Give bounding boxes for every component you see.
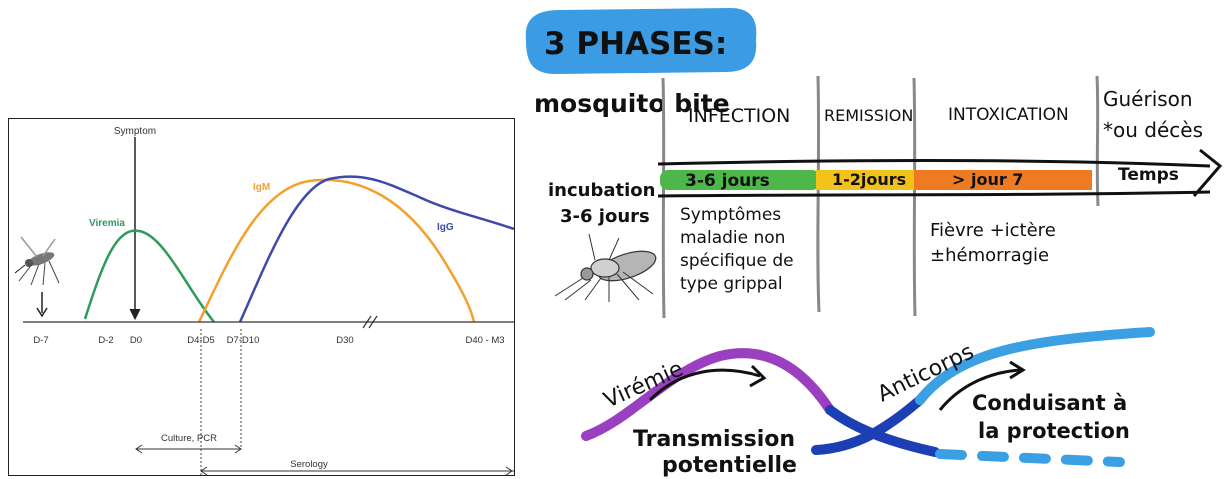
infection-note-2: maladie non	[680, 228, 785, 248]
tick-label: D7-D10	[227, 335, 260, 346]
bite-arrow	[37, 292, 47, 316]
incubation-line1: incubation	[548, 180, 655, 201]
culture-label: Culture, PCR	[161, 433, 217, 444]
infection-note-1: Symptômes	[680, 205, 781, 225]
col-remission: REMISSION	[824, 106, 913, 125]
transmission-line1: Transmission	[633, 427, 795, 452]
antibody-dashed-tail	[940, 454, 1120, 462]
col-infection: INFECTION	[688, 105, 790, 127]
serology-range	[201, 467, 514, 475]
outcome-line1: Guérison	[1103, 87, 1193, 111]
viremia-curve	[85, 231, 214, 322]
intoxication-note-1: Fièvre +ictère	[930, 220, 1056, 241]
time-label: Temps	[1118, 165, 1179, 185]
protection-line2: la protection	[978, 419, 1130, 443]
symptom-label: Symptom	[114, 126, 156, 137]
igm-label: IgM	[253, 182, 270, 193]
bar-label-2: 1-2jours	[832, 170, 906, 189]
protection-line1: Conduisant à	[972, 391, 1127, 415]
bar-label-1: 3-6 jours	[685, 171, 770, 191]
bar-label-3: > jour 7	[952, 170, 1023, 189]
infection-note-4: type grippal	[680, 274, 783, 294]
phases-diagram-svg: 3 PHASES: mosquito bite INFECTION REMISS…	[520, 0, 1224, 479]
tick-labels: D-7 D-2 D0 D4-D5 D7-D10 D30 D40 - M3	[33, 335, 504, 346]
timeline-chart-panel: Symptom Viremia IgM IgG D-7 D-2 D0 D4-D5 D7-…	[8, 118, 515, 476]
tick-label: D0	[130, 335, 142, 346]
tick-label: D4-D5	[187, 335, 214, 346]
symptom-arrow	[130, 137, 140, 319]
mosquito-illustration	[15, 237, 59, 285]
infection-note-3: spécifique de	[680, 251, 794, 271]
divider-3	[914, 78, 915, 316]
tick-label: D-2	[98, 335, 113, 346]
viremia-label: Viremia	[89, 218, 125, 229]
tick-label: D40 - M3	[465, 335, 504, 346]
col-intoxication: INTOXICATION	[948, 105, 1069, 125]
culture-range	[136, 445, 241, 453]
phases-diagram-panel: 3 PHASES: mosquito bite INFECTION REMISS…	[520, 0, 1224, 479]
intoxication-note-2: ±hémorragie	[930, 245, 1049, 266]
sketch-mosquito	[555, 234, 659, 302]
igg-label: IgG	[437, 222, 454, 233]
divider-4	[1097, 76, 1098, 206]
tick-label: D30	[336, 335, 353, 346]
timeline-chart-svg: Symptom Viremia IgM IgG D-7 D-2 D0 D4-D5 D7-…	[9, 119, 514, 475]
phases-title: 3 PHASES:	[544, 26, 727, 62]
igg-curve	[240, 177, 514, 322]
outcome-line2: *ou décès	[1103, 118, 1203, 142]
intoxication-notes: Fièvre +ictère ±hémorragie	[930, 220, 1056, 266]
infection-notes: Symptômes maladie non spécifique de type…	[680, 205, 794, 294]
igm-curve	[199, 180, 474, 322]
incubation-line2: 3-6 jours	[560, 206, 650, 227]
transmission-line2: potentielle	[662, 453, 797, 478]
serology-label: Serology	[290, 459, 328, 470]
divider-1	[663, 78, 664, 318]
tick-label: D-7	[33, 335, 48, 346]
